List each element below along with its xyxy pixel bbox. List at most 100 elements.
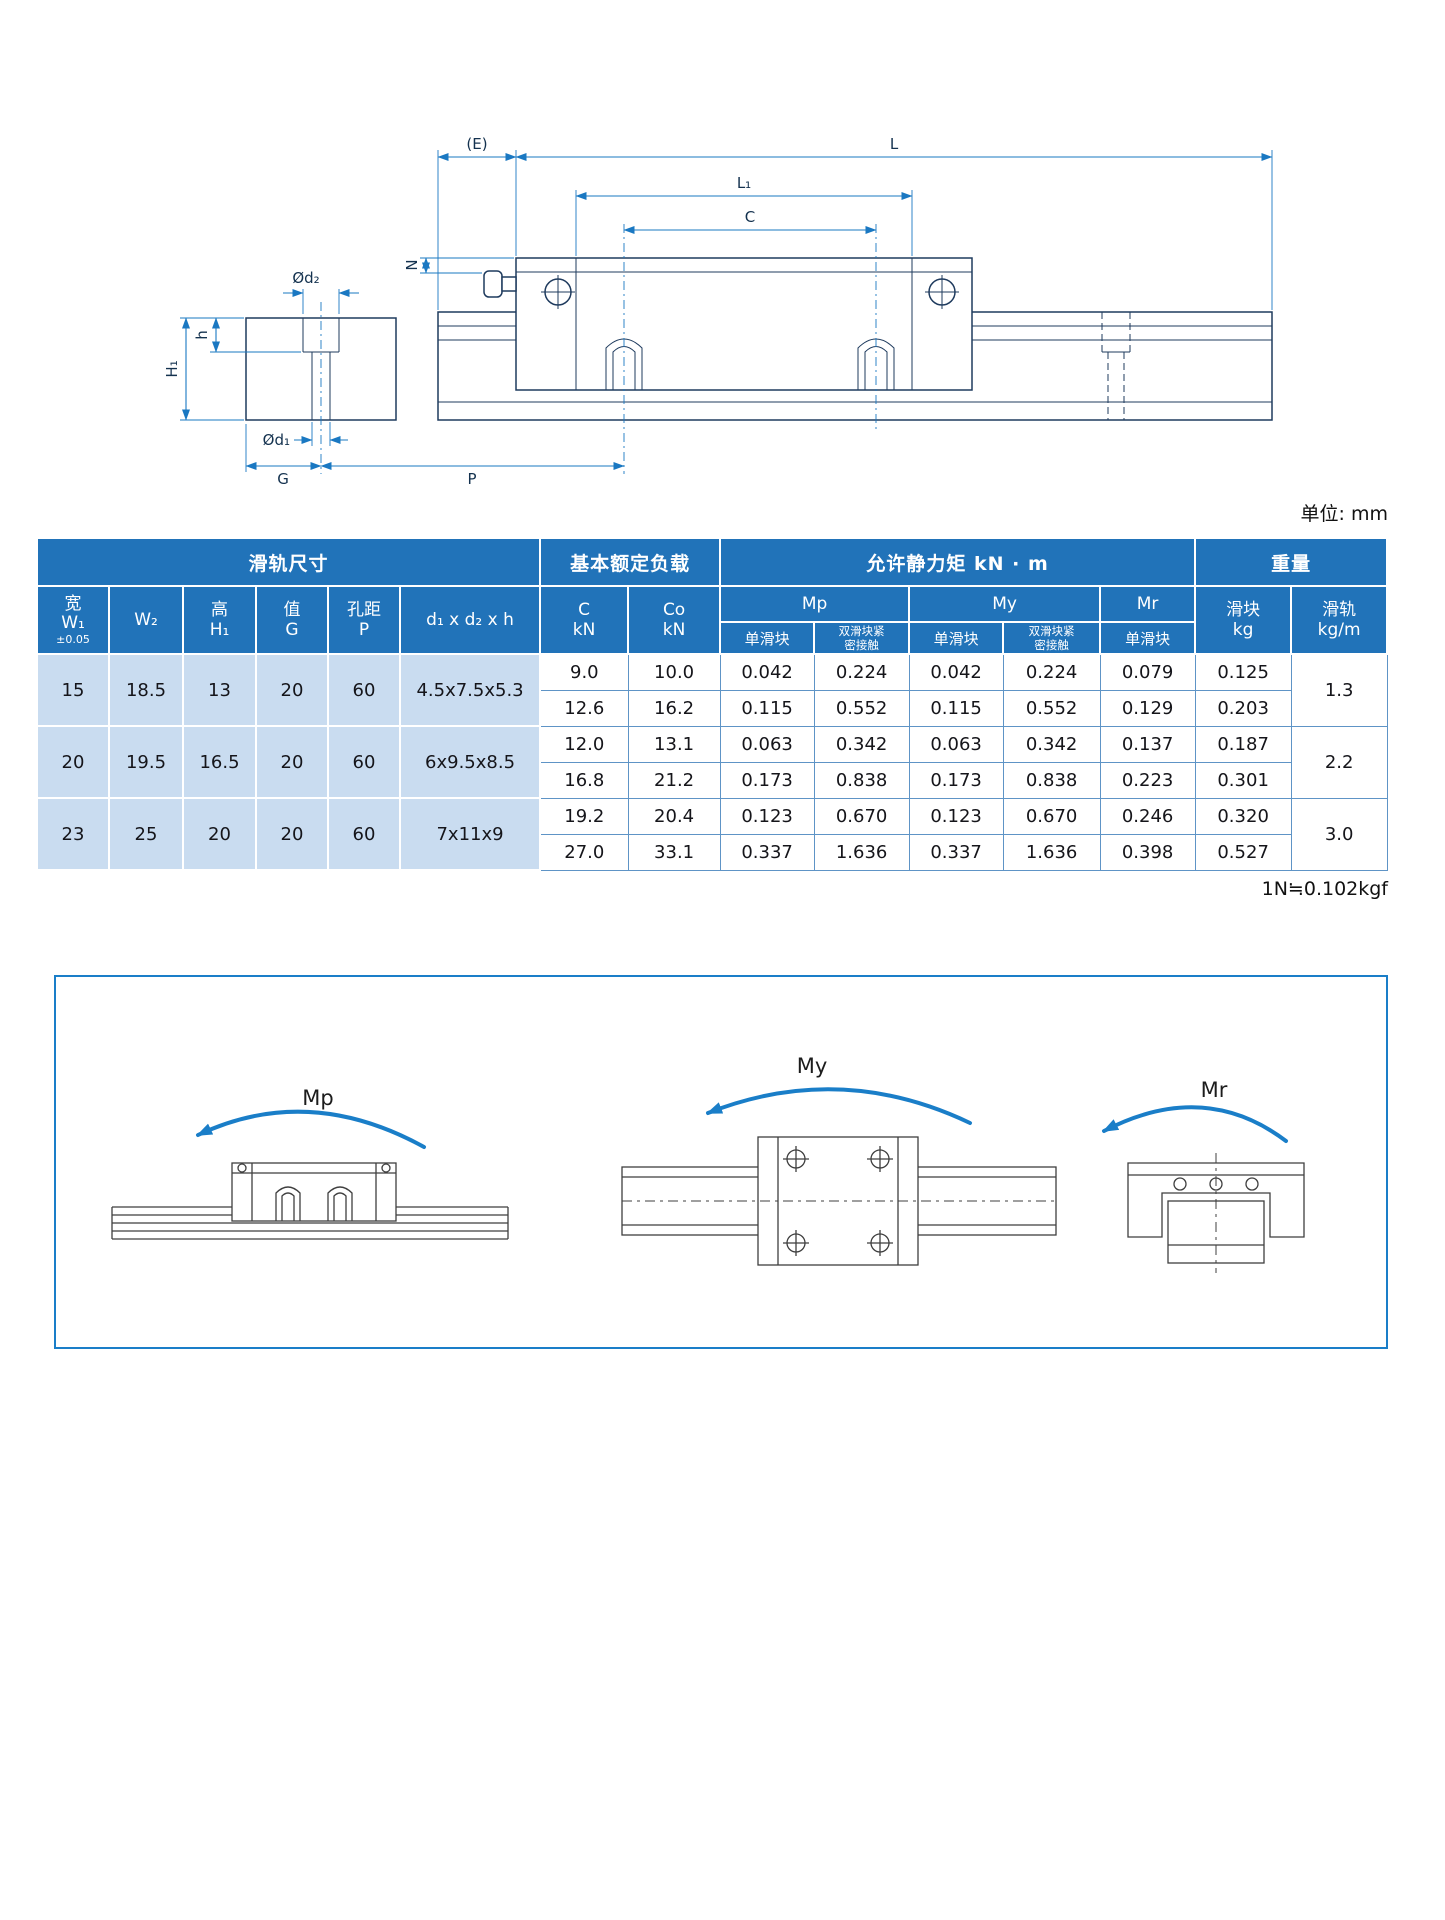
value-cell-mp1: 0.337 — [719, 833, 815, 871]
value-cell-mp2: 1.636 — [813, 833, 910, 871]
value-cell-my1: 0.337 — [908, 833, 1004, 871]
dim-label-h: h — [193, 330, 211, 340]
value-cell-block_kg: 0.527 — [1194, 833, 1292, 871]
grease-nipple — [483, 270, 503, 298]
value-cell-my1: 0.173 — [908, 761, 1004, 799]
value-cell-my2: 0.552 — [1002, 689, 1101, 727]
dim-cell-w1: 15 — [36, 653, 110, 727]
dim-label-l: L — [890, 135, 899, 153]
col-header-my-double: 双滑块紧 密接触 — [1002, 621, 1102, 655]
col-header-mp-double: 双滑块紧 密接触 — [813, 621, 911, 655]
dim-cell-dxdxh: 4.5x7.5x5.3 — [398, 653, 542, 727]
value-cell-co: 21.2 — [627, 761, 721, 799]
col-header-block-kg: 滑块 kg — [1194, 585, 1293, 655]
col-header-my: My — [908, 585, 1102, 623]
col-header-w2: W₂ — [108, 585, 184, 655]
conversion-note: 1N≒0.102kgf — [1261, 878, 1388, 900]
dim-cell-p: 60 — [327, 653, 401, 727]
value-cell-my2: 0.838 — [1002, 761, 1101, 799]
value-cell-c: 12.0 — [539, 725, 629, 763]
rail-weight-cell: 2.2 — [1290, 725, 1388, 799]
value-cell-my2: 0.224 — [1002, 653, 1101, 691]
dim-cell-p: 60 — [327, 797, 401, 871]
dim-cell-g: 20 — [255, 797, 329, 871]
dim-cell-g: 20 — [255, 725, 329, 799]
table-group-header-row: 滑轨尺寸 基本额定负载 允许静力矩 kN · m 重量 — [35, 537, 1389, 587]
moment-diagram-box: Mp — [54, 975, 1388, 1349]
dim-label-h1: H₁ — [163, 360, 181, 377]
dim-cell-w1: 23 — [36, 797, 110, 871]
value-cell-c: 12.6 — [539, 689, 629, 727]
value-cell-mp1: 0.123 — [719, 797, 815, 835]
value-cell-my1: 0.042 — [908, 653, 1004, 691]
value-cell-co: 16.2 — [627, 689, 721, 727]
col-header-w1-symbol: W₁ — [61, 613, 85, 634]
dim-cell-w2: 18.5 — [108, 653, 184, 727]
my-diagram: My — [621, 1054, 1057, 1266]
dim-cell-w1: 20 — [36, 725, 110, 799]
dim-label-p: P — [467, 470, 476, 488]
rail-weight-cell: 3.0 — [1290, 797, 1388, 871]
mp-label: Mp — [302, 1086, 333, 1110]
dim-cell-w2: 25 — [108, 797, 184, 871]
value-cell-block_kg: 0.187 — [1194, 725, 1292, 763]
dim-label-d2: Ød₂ — [292, 269, 319, 287]
mr-label: Mr — [1201, 1078, 1228, 1102]
col-header-w1: 宽 W₁ ±0.05 — [36, 585, 110, 655]
dim-label-e: (E) — [466, 135, 487, 153]
value-cell-my2: 0.670 — [1002, 797, 1101, 835]
table-subheader-row-1: 宽 W₁ ±0.05 W₂ 高 H₁ 值 G 孔距 P d₁ x d₂ x h … — [36, 585, 1389, 655]
dim-cell-h1: 20 — [182, 797, 257, 871]
col-header-dxdxh: d₁ x d₂ x h — [398, 585, 542, 655]
group-header-static-moment: 允许静力矩 kN · m — [719, 537, 1197, 587]
col-header-co: Co kN — [627, 585, 722, 655]
col-header-mp: Mp — [719, 585, 911, 623]
col-header-c: C kN — [539, 585, 630, 655]
value-cell-mr: 0.223 — [1099, 761, 1196, 799]
col-header-w1-char: 宽 — [64, 593, 82, 614]
value-cell-co: 33.1 — [627, 833, 721, 871]
value-cell-mr: 0.137 — [1099, 725, 1196, 763]
value-cell-mp1: 0.063 — [719, 725, 815, 763]
dim-cell-dxdxh: 7x11x9 — [398, 797, 542, 871]
col-header-p: 孔距 P — [327, 585, 401, 655]
technical-drawing: (E) L L₁ C Ød₂ N H₁ h Ød₁ G P — [163, 135, 1273, 488]
dim-cell-h1: 13 — [182, 653, 257, 727]
value-cell-my1: 0.115 — [908, 689, 1004, 727]
dim-cell-w2: 19.5 — [108, 725, 184, 799]
value-cell-my2: 1.636 — [1002, 833, 1101, 871]
col-header-mr-single: 单滑块 — [1099, 621, 1197, 655]
mr-moment-arrow — [1102, 1105, 1288, 1143]
col-header-w1-tolerance: ±0.05 — [56, 632, 90, 646]
value-cell-block_kg: 0.301 — [1194, 761, 1292, 799]
side-view — [437, 257, 1273, 421]
dim-cell-dxdxh: 6x9.5x8.5 — [398, 725, 542, 799]
dim-label-c: C — [745, 208, 755, 226]
group-header-rail-dims: 滑轨尺寸 — [35, 537, 542, 587]
col-header-mp-single: 单滑块 — [719, 621, 816, 655]
value-cell-block_kg: 0.320 — [1194, 797, 1292, 835]
mp-moment-arrow — [196, 1109, 426, 1149]
rail-weight-cell: 1.3 — [1290, 653, 1388, 727]
value-cell-mr: 0.246 — [1099, 797, 1196, 835]
moment-diagrams: Mp — [111, 1054, 1305, 1273]
value-cell-mr: 0.129 — [1099, 689, 1196, 727]
value-cell-mp1: 0.042 — [719, 653, 815, 691]
col-header-g: 值 G — [255, 585, 329, 655]
value-cell-my1: 0.063 — [908, 725, 1004, 763]
value-cell-mr: 0.079 — [1099, 653, 1196, 691]
mr-diagram: Mr — [1102, 1078, 1305, 1273]
table-subheader-row-2: 单滑块 双滑块紧 密接触 单滑块 双滑块紧 密接触 单滑块 — [37, 621, 1387, 655]
value-cell-mr: 0.398 — [1099, 833, 1196, 871]
col-header-rail-kgm: 滑轨 kg/m — [1290, 585, 1389, 655]
value-cell-co: 20.4 — [627, 797, 721, 835]
dim-label-l1: L₁ — [737, 174, 751, 192]
value-cell-co: 10.0 — [627, 653, 721, 691]
value-cell-mp1: 0.115 — [719, 689, 815, 727]
dim-cell-p: 60 — [327, 725, 401, 799]
